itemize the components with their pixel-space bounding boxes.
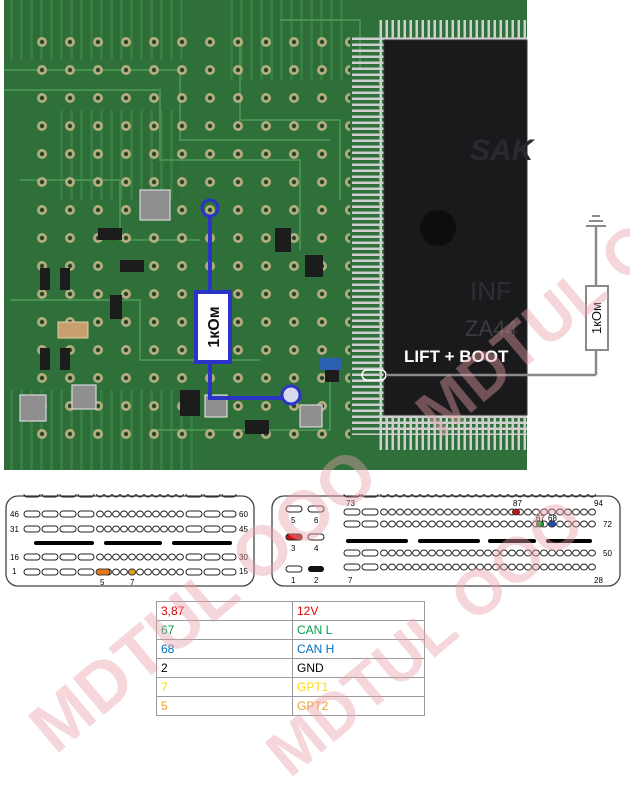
svg-text:87: 87: [513, 499, 522, 508]
svg-text:6: 6: [314, 516, 319, 525]
pin-number: 3,87: [156, 601, 293, 621]
pin-number: 68: [156, 639, 293, 659]
svg-text:1: 1: [291, 576, 296, 585]
svg-text:2: 2: [314, 576, 319, 585]
pin-87-marker: [511, 508, 520, 516]
resistor-label-left: 1кОм: [206, 306, 223, 347]
svg-text:7: 7: [348, 576, 353, 585]
svg-text:3: 3: [291, 544, 296, 553]
external-resistor: 1кОм: [585, 215, 609, 375]
pin-signal: GPT1: [292, 677, 425, 697]
lift-boot-label: LIFT + BOOT: [404, 347, 509, 366]
pin-signal: GPT2: [292, 696, 425, 716]
pin-signal: GND: [292, 658, 425, 678]
pin-signal: CAN L: [292, 620, 425, 640]
blue-wire: 1кОм: [194, 198, 302, 406]
svg-text:1: 1: [12, 567, 17, 576]
pin-number: 5: [156, 696, 293, 716]
pin-3-marker: [285, 533, 303, 541]
svg-text:60: 60: [239, 510, 248, 519]
svg-text:16: 16: [10, 553, 19, 562]
svg-text:68: 68: [548, 514, 557, 523]
chip-marking: ZA44: [465, 316, 518, 341]
pcb-photo: SAK INF ZA44 1кОм LIFT + BOOT 1кОм: [4, 0, 609, 470]
svg-text:5: 5: [291, 516, 296, 525]
pin-2-marker: [308, 566, 324, 572]
ic-chip: SAK INF ZA44: [352, 20, 536, 450]
svg-text:72: 72: [603, 520, 612, 529]
pin-signal: 12V: [292, 601, 425, 621]
pin-signal: CAN H: [292, 639, 425, 659]
svg-text:73: 73: [346, 499, 355, 508]
watermark: MDTUL OOO: [14, 433, 392, 767]
pin-number: 67: [156, 620, 293, 640]
pin-68-marker: [547, 520, 556, 528]
svg-text:5: 5: [100, 578, 105, 587]
pin-67-marker: [535, 520, 544, 528]
svg-text:SAK: SAK: [470, 134, 536, 167]
svg-text:1кОм: 1кОм: [589, 302, 604, 334]
connector-right: 5 6 3 4 1 2 73 94 72 50 7 28 87 67 68: [271, 494, 621, 587]
pin-7-marker: [128, 568, 137, 576]
svg-text:4: 4: [314, 544, 319, 553]
connector-left: 46 60 31 45 16 30 1 15 5 7: [5, 494, 255, 587]
svg-text:15: 15: [239, 567, 248, 576]
svg-text:50: 50: [603, 549, 612, 558]
svg-text:INF: INF: [470, 276, 512, 306]
svg-text:7: 7: [130, 578, 135, 587]
pin-5-marker: [95, 568, 111, 576]
pin-number: 7: [156, 677, 293, 697]
svg-text:46: 46: [10, 510, 19, 519]
pin-number: 2: [156, 658, 293, 678]
lift-boot-connection: LIFT + BOOT: [361, 347, 596, 381]
svg-text:67: 67: [536, 514, 545, 523]
svg-text:31: 31: [10, 525, 19, 534]
svg-text:28: 28: [594, 576, 603, 585]
svg-text:94: 94: [594, 499, 603, 508]
svg-text:45: 45: [239, 525, 248, 534]
svg-text:30: 30: [239, 553, 248, 562]
